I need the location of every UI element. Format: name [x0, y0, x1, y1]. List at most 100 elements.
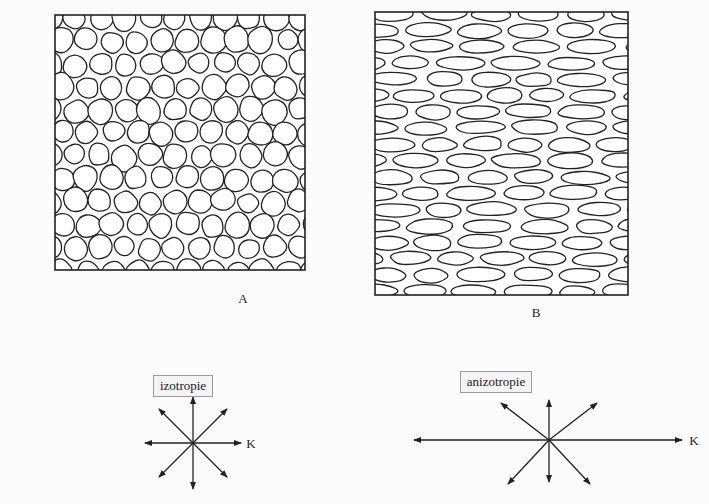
grain [508, 138, 542, 152]
grain [548, 58, 595, 71]
grain [55, 72, 74, 100]
grain [463, 220, 510, 233]
grain [391, 251, 431, 264]
grain [375, 104, 407, 119]
grain [164, 15, 185, 30]
panel-b-ground [375, 12, 628, 295]
grain [508, 24, 548, 38]
grain [567, 121, 607, 135]
grain [214, 53, 235, 72]
grain [577, 220, 613, 234]
grain [609, 267, 628, 282]
grain [55, 235, 62, 259]
grain [55, 120, 73, 142]
grain [375, 284, 398, 295]
grain [238, 53, 260, 75]
grain [200, 121, 223, 143]
grain [375, 24, 398, 37]
grain [138, 239, 160, 261]
grain [116, 54, 136, 76]
grain [252, 76, 276, 100]
grain [189, 238, 211, 260]
grain [414, 235, 451, 251]
grain [151, 29, 173, 52]
grain [55, 259, 72, 270]
grain [63, 15, 85, 29]
grain [375, 170, 412, 185]
grain [616, 171, 628, 184]
grain [504, 285, 552, 295]
grain [416, 105, 450, 120]
grain [471, 12, 510, 22]
grain [421, 170, 459, 184]
grain [603, 56, 628, 69]
grain [114, 191, 138, 213]
grain [458, 234, 502, 248]
grain [278, 30, 298, 50]
grain [224, 26, 248, 52]
grain [447, 186, 496, 200]
grain [406, 23, 452, 37]
grain [287, 189, 305, 212]
grain [74, 28, 97, 50]
axis-label: K [689, 434, 698, 447]
grain [55, 190, 61, 215]
panel-b-frame [375, 12, 628, 295]
grain [251, 170, 274, 192]
grain [603, 284, 628, 295]
grain [55, 214, 74, 236]
axis-label: K [246, 437, 255, 450]
grain [214, 97, 238, 123]
grain [176, 79, 199, 99]
grain [190, 98, 212, 120]
isotropic-star [145, 397, 241, 489]
grain [114, 236, 134, 255]
grain [578, 202, 621, 215]
grain [436, 57, 484, 70]
grain [289, 146, 305, 169]
grain [426, 203, 461, 217]
grain [514, 267, 552, 280]
grain [459, 40, 503, 53]
grain [375, 72, 416, 85]
grain [404, 285, 446, 295]
grain [88, 99, 113, 125]
grain [139, 192, 161, 215]
grain [164, 99, 186, 120]
grain [548, 138, 589, 153]
grain [506, 104, 551, 118]
grain [175, 121, 198, 142]
grain [151, 167, 173, 188]
grain [618, 218, 628, 232]
grain [456, 121, 505, 133]
grain [457, 267, 505, 281]
grain [126, 77, 150, 100]
grain [560, 286, 595, 295]
grain [140, 54, 164, 74]
grain [214, 235, 234, 258]
grain [610, 236, 628, 250]
grain [138, 143, 162, 165]
grain [225, 212, 250, 238]
grain [248, 122, 273, 145]
grain [375, 12, 413, 21]
panel-a-ground [55, 15, 305, 270]
grain [64, 187, 88, 212]
grain [612, 12, 628, 20]
grain [602, 153, 628, 167]
grain [414, 268, 448, 283]
grain [438, 252, 474, 265]
grain [202, 215, 223, 237]
grain [126, 260, 150, 270]
grain [248, 26, 273, 53]
grain [440, 90, 481, 103]
grain [127, 121, 149, 144]
grain [600, 24, 629, 38]
grain [504, 186, 544, 200]
grain [162, 237, 184, 259]
grain [567, 39, 615, 53]
grain [289, 98, 305, 119]
grain [202, 74, 227, 99]
grain [101, 33, 123, 54]
grain [457, 24, 501, 39]
